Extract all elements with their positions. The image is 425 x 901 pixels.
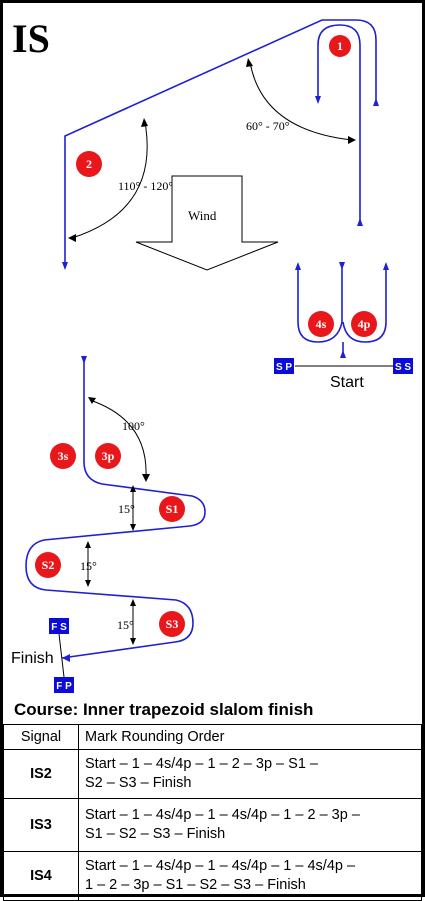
boat-fs-label: F S [51, 622, 67, 633]
gap-label-1: 15° [118, 502, 135, 516]
row-signal: IS4 [3, 851, 79, 901]
rounding-order-table: Signal Mark Rounding Order IS2 Start – 1… [3, 724, 422, 901]
course-title: Course: Inner trapezoid slalom finish [14, 700, 314, 719]
angle-arrowheads-upper [68, 58, 356, 242]
mark-3p-label: 3p [102, 449, 115, 463]
course-diagram: IS 1 2 60° - 70° 110° - 120° Wind [11, 16, 413, 693]
mark-4p-label: 4p [358, 317, 371, 331]
mark-1-label: 1 [337, 39, 343, 53]
boat-ss-label: S S [395, 362, 411, 373]
table-row: IS2 Start – 1 – 4s/4p – 1 – 2 – 3p – S1 … [3, 749, 422, 799]
gap-label-2: 15° [80, 559, 97, 573]
upper-arrowheads [62, 96, 379, 270]
start-arrowheads [295, 262, 389, 358]
mark-4s [308, 311, 334, 337]
wind-arrow [135, 175, 279, 271]
start-label: Start [330, 374, 364, 391]
mark-4p [351, 311, 377, 337]
mark-3s [50, 443, 76, 469]
start-loops [297, 268, 387, 356]
mark-2-label: 2 [86, 157, 92, 171]
mark-s3-label: S3 [166, 617, 179, 631]
slalom-top-arrowhead [81, 356, 87, 364]
row-signal: IS3 [3, 798, 79, 852]
row-order: Start – 1 – 4s/4p – 1 – 2 – 3p – S1 – S2… [78, 749, 422, 799]
course-code: IS [12, 16, 50, 61]
mark-4s-label: 4s [316, 317, 327, 331]
finish-arrowhead [62, 654, 70, 662]
mark-s1 [159, 496, 185, 522]
boat-fp-label: F P [56, 681, 72, 692]
mark-3p [95, 443, 121, 469]
slalom-course-line [25, 360, 206, 659]
header-signal: Signal [3, 724, 79, 750]
mark-2 [76, 151, 102, 177]
finish-line [58, 633, 65, 678]
table-row: IS4 Start – 1 – 4s/4p – 1 – 4s/4p – 1 – … [3, 851, 422, 901]
mark-1 [329, 35, 351, 57]
gap-arrowheads [85, 485, 136, 645]
wind-label: Wind [188, 208, 217, 223]
arc100-arrow-a [88, 397, 96, 404]
row-order: Start – 1 – 4s/4p – 1 – 4s/4p – 1 – 4s/4… [78, 851, 422, 901]
angle-label-110-120: 110° - 120° [118, 179, 173, 193]
mark-s1-label: S1 [166, 502, 179, 516]
boat-fs [49, 618, 69, 634]
gap-label-3: 15° [117, 618, 134, 632]
upper-course-line [64, 19, 377, 268]
finish-label: Finish [11, 650, 54, 667]
mark-s3 [159, 611, 185, 637]
header-order: Mark Rounding Order [78, 724, 422, 750]
gap-indicators [87, 486, 134, 644]
mark-s2 [35, 552, 61, 578]
row-order: Start – 1 – 4s/4p – 1 – 4s/4p – 1 – 2 – … [78, 798, 422, 852]
angle-arcs-upper [71, 61, 353, 239]
boat-fp [54, 677, 74, 693]
boat-sp-label: S P [276, 362, 292, 373]
mark-3s-label: 3s [58, 449, 69, 463]
arc100-arrow-b [142, 474, 150, 482]
angle-arc-100 [89, 399, 147, 477]
table-row: IS3 Start – 1 – 4s/4p – 1 – 4s/4p – 1 – … [3, 798, 422, 852]
table-header-row: Signal Mark Rounding Order [3, 724, 422, 750]
row-signal: IS2 [3, 749, 79, 799]
boat-sp [274, 358, 294, 374]
angle-label-100: 100° [122, 419, 145, 433]
boat-ss [393, 358, 413, 374]
angle-label-60-70: 60° - 70° [246, 119, 290, 133]
mark-s2-label: S2 [42, 558, 55, 572]
